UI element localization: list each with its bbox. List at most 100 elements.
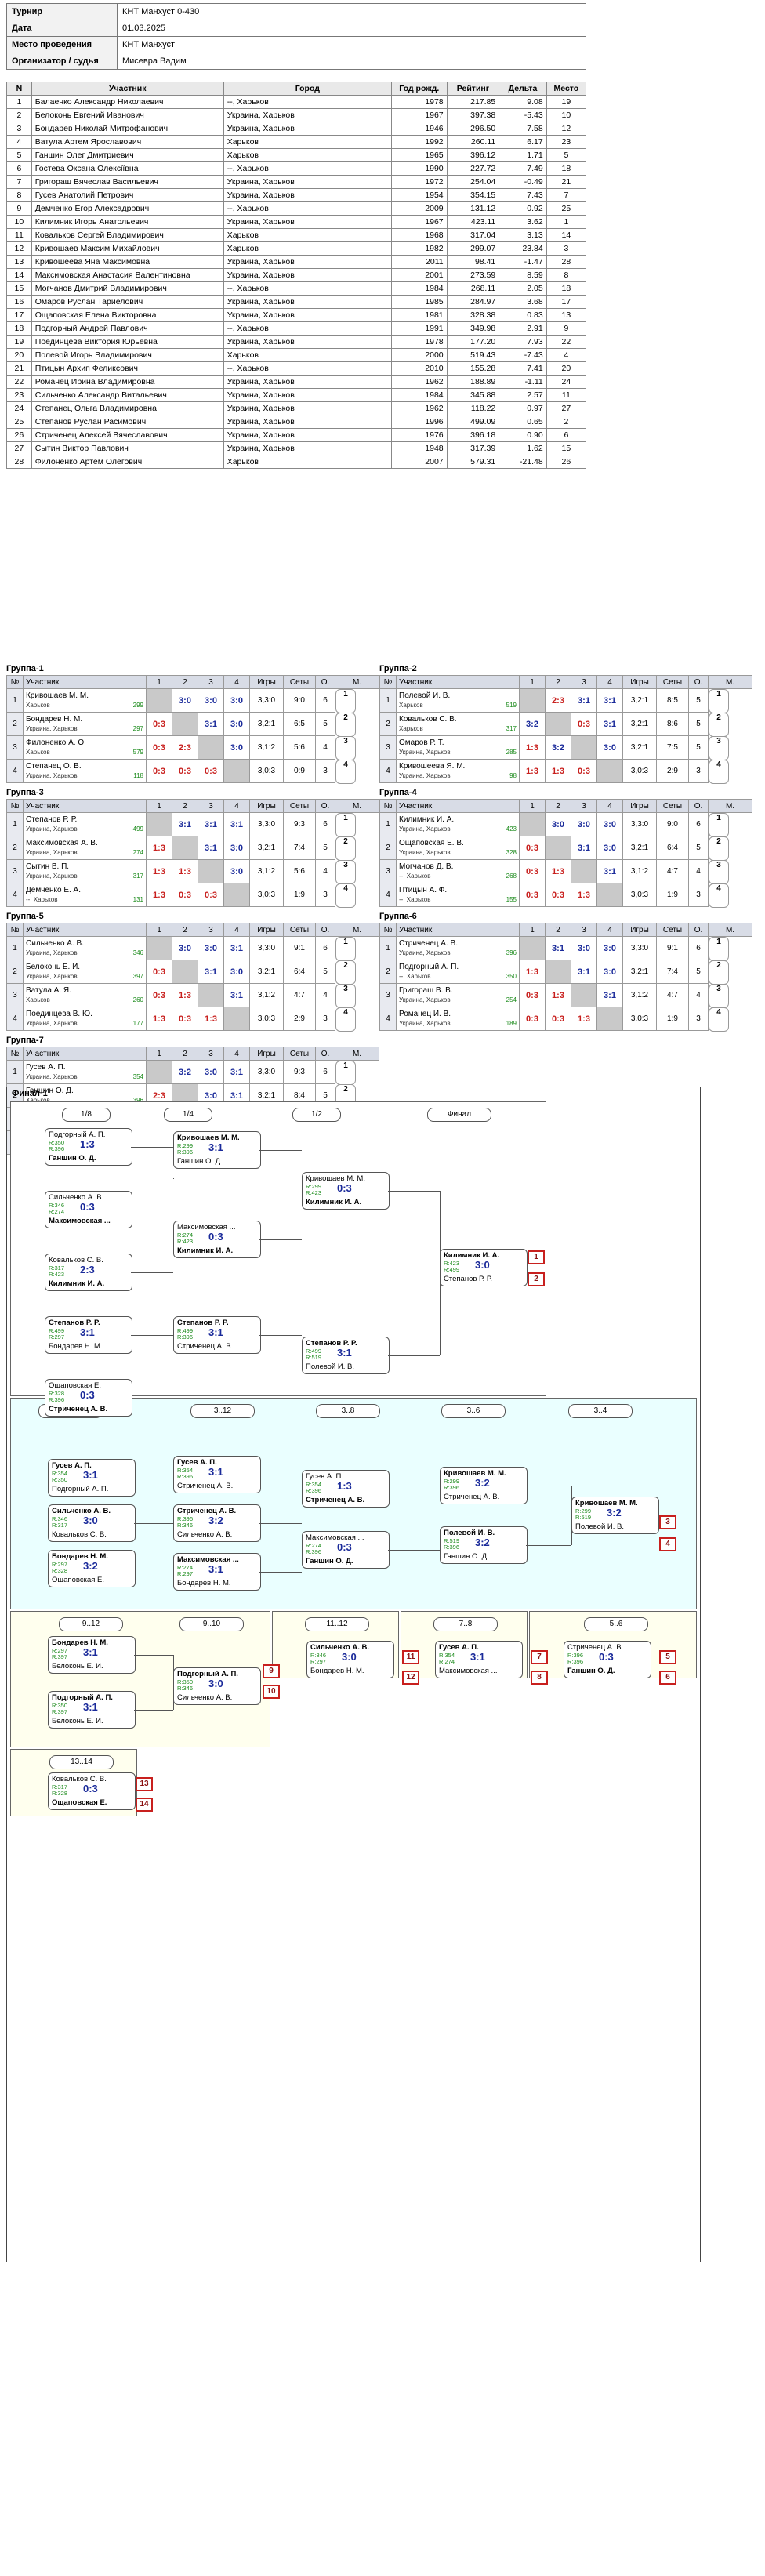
participant-cell: 1.62 [499,441,547,455]
group-m-cell: 2 [335,960,356,985]
participant-cell: Украина, Харьков [223,415,392,429]
bracket-result: 3:2 [475,1537,490,1548]
group-o-cell: 6 [315,936,335,960]
group-player-name: Кривошеева Я. М. [399,761,466,771]
participant-cell: 260.11 [446,135,500,149]
group-col-header: 2 [172,923,198,937]
group-player-rating: 260 [132,996,143,1003]
group-player-city-text: Украина, Харьков [26,1072,78,1080]
group-s-cell: 5:6 [283,735,316,760]
group-m-cell: 1 [335,813,356,837]
group-player-name: Стриченец А. В. [399,938,458,948]
group-row-index: 2 [6,836,24,860]
group-player-name: Филоненко А. О. [26,738,86,747]
participant-cell: --, Харьков [223,201,392,216]
participant-cell: Сытин Виктор Павлович [31,441,224,455]
bracket-player: Бондарев Н. М. [49,1342,103,1351]
group-g-cell: 3,0:3 [622,883,657,907]
group-self-cell [172,960,198,984]
bracket-connector [302,1191,303,1192]
group-g-cell: 3,0:3 [622,759,657,783]
participant-cell: Гостева Оксана Олексіївна [31,161,224,176]
participant-cell: 8.59 [499,268,547,282]
group-col-header: 4 [596,799,623,813]
participant-cell: Ощаповская Елена Викторовна [31,308,224,322]
group-player-rating: 328 [506,848,517,856]
bracket-player: Подгорный А. П. [52,1485,109,1493]
participant-cell: 188.89 [446,375,500,389]
bracket-player: Бондарев Н. М. [177,1579,231,1587]
bracket-result: 3:1 [470,1651,485,1663]
group-o-cell: 3 [315,1007,335,1031]
final-place-marker: 2 [528,1272,545,1286]
group-m-cell: 2 [709,712,729,737]
participant-cell: Ганшин Олег Дмитриевич [31,148,224,162]
group-col-header: Сеты [283,923,316,937]
group-self-cell [172,712,198,736]
group-score-cell: 3:1 [596,688,623,713]
participant-cell: 1968 [390,228,448,242]
participant-cell: 1996 [390,415,448,429]
info-value: КНТ Манхуст 0-430 [117,3,586,20]
group-player-name: Григораш В. В. [399,985,453,995]
rating-2: R:274 [49,1208,65,1215]
participant-cell: Украина, Харьков [223,335,392,349]
group-score-cell: 3:0 [223,960,250,984]
bracket-player: Ощаповская Е. [52,1576,105,1584]
rating-2: R:519 [575,1514,592,1521]
bracket-player: Килимник И. А. [177,1246,234,1255]
group-score-cell: 1:3 [519,759,546,783]
rating-2: R:297 [310,1658,327,1665]
participant-cell: Харьков [223,135,392,149]
bracket-player: Килимник И. А. [444,1251,500,1260]
group-player-city-text: Украина, Харьков [26,1019,78,1027]
participant-cell: -5.43 [499,108,547,122]
group-score-cell: 3:1 [596,859,623,883]
participant-cell: 8 [6,188,32,202]
group-self-cell [519,936,546,960]
group-score-cell: 1:3 [172,859,198,883]
group-row-index: 4 [6,759,24,783]
group-m-cell: 3 [709,735,729,760]
group-m-cell: 2 [335,712,356,737]
group-col-header: Участник [396,799,520,813]
rating-2: R:519 [306,1354,322,1361]
group-score-cell: 3:0 [223,688,250,713]
group-player-rating: 423 [506,825,517,833]
final-place-marker: 14 [136,1798,153,1812]
group-col-header: Участник [23,1047,147,1061]
participant-cell: 1976 [390,428,448,442]
group-o-cell: 3 [315,759,335,783]
group-m-cell: 3 [335,983,356,1008]
bracket-result: 0:3 [80,1389,95,1401]
final-place-marker: 10 [263,1685,280,1699]
participant-cell: 296.50 [446,122,500,136]
group-col-header: 1 [519,923,546,937]
group-score-cell: 3:1 [223,812,250,836]
participant-cell: Птицын Архип Феликсович [31,361,224,376]
participant-cell: 13 [546,308,587,322]
participant-cell: Украина, Харьков [223,108,392,122]
group-score-cell: 3:0 [223,735,250,760]
group-row-index: 3 [379,859,397,883]
